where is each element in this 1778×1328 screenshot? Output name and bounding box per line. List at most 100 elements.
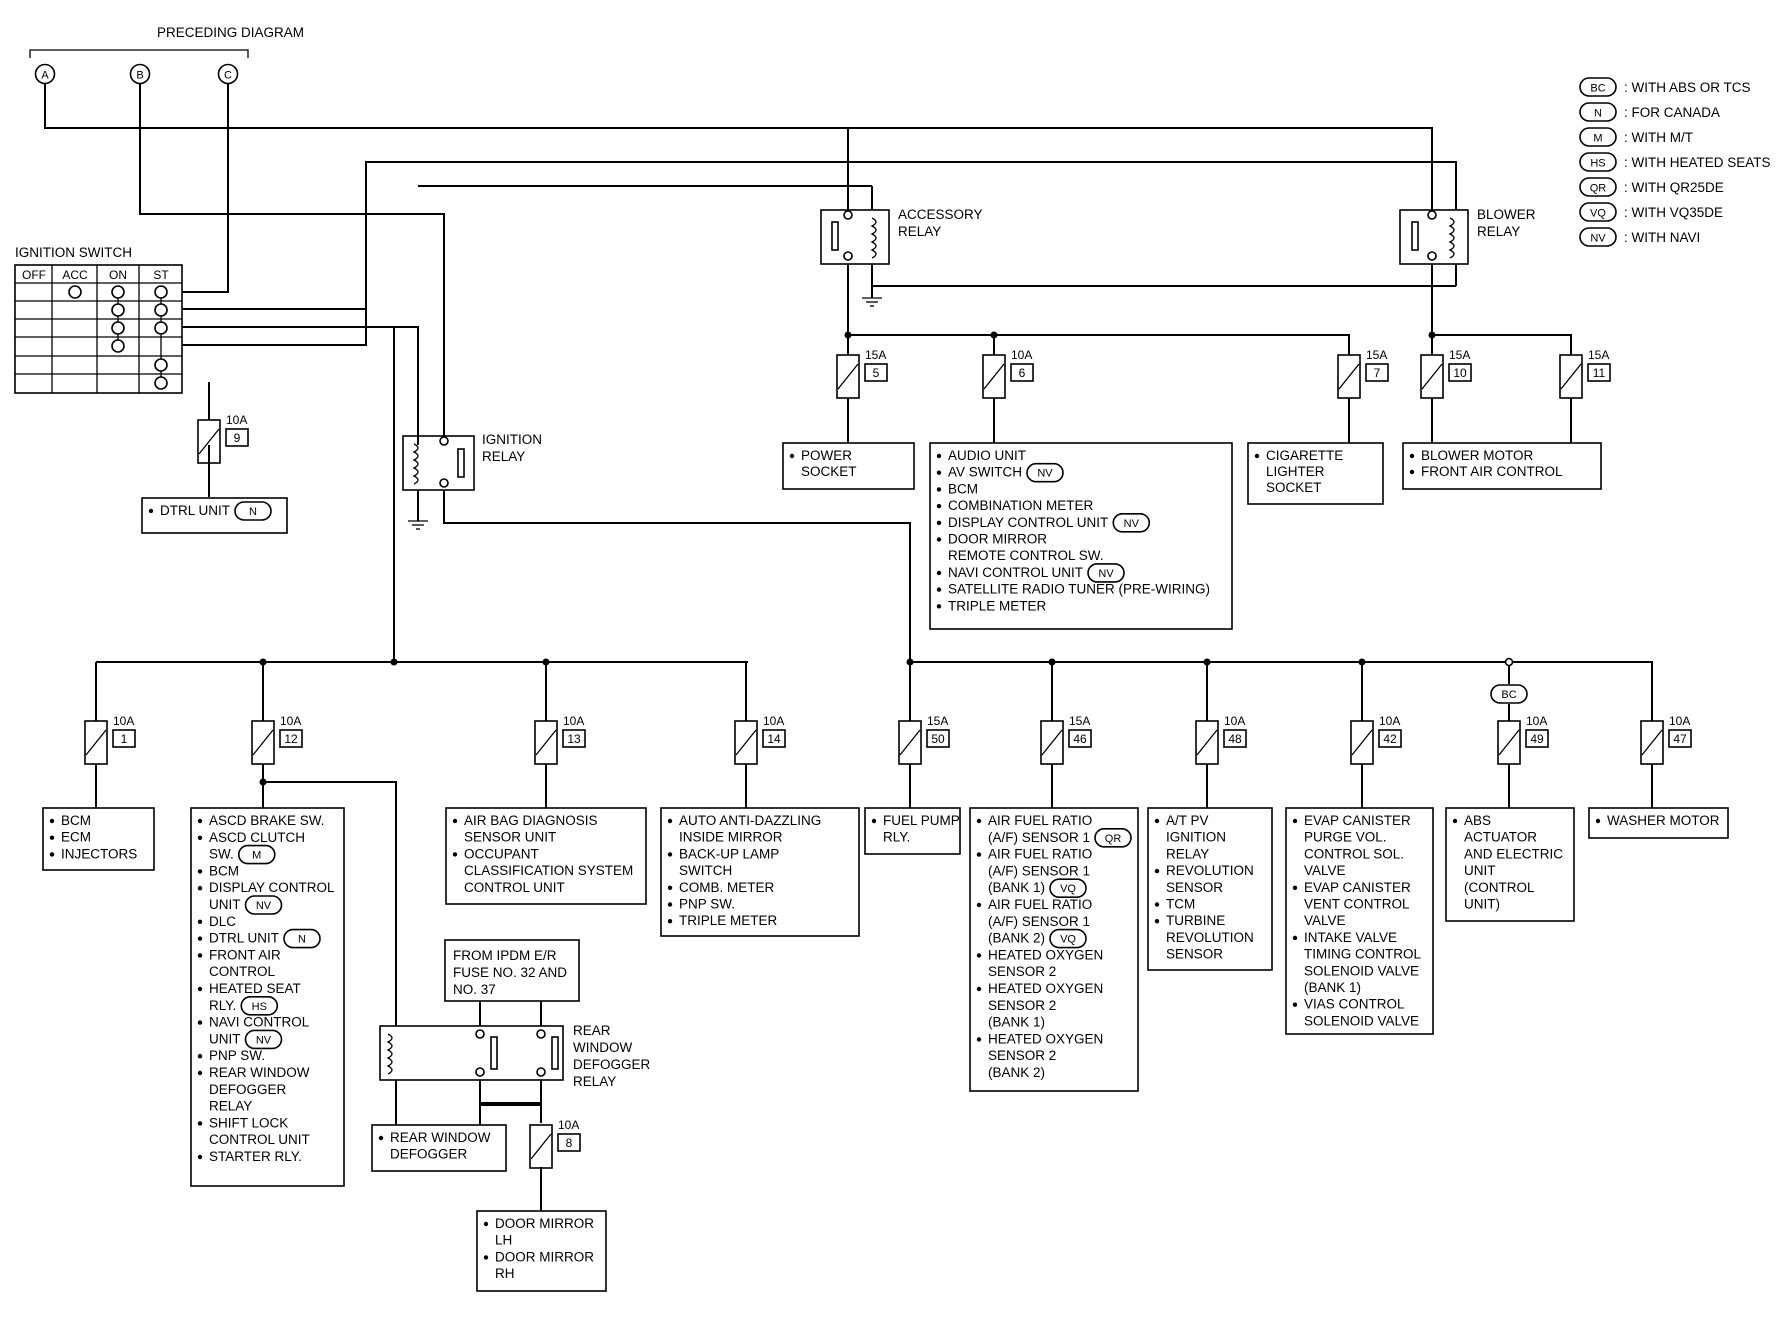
component-text: ASCD BRAKE SW.	[209, 813, 325, 828]
svg-text:ACCESSORY: ACCESSORY	[898, 207, 983, 222]
component-text: BLOWER MOTOR	[1421, 448, 1534, 463]
component-text: (BANK 1)	[1304, 980, 1361, 995]
ignition-switch: OFF ACC ON ST	[14, 264, 183, 394]
fuse-amp: 10A	[1224, 714, 1245, 728]
svg-text:IGNITION: IGNITION	[482, 432, 542, 447]
component-text: FRONT AIR CONTROL	[1421, 464, 1563, 479]
component-text: (CONTROL	[1464, 880, 1535, 895]
bullet	[936, 570, 942, 576]
component-text: BCM	[948, 481, 978, 496]
component-text: SENSOR 2	[988, 1048, 1056, 1063]
fuse-amp: 10A	[1526, 714, 1547, 728]
component-text: SOLENOID VALVE	[1304, 963, 1419, 978]
option-tag	[1049, 878, 1087, 899]
svg-text:BLOWER: BLOWER	[1477, 207, 1536, 222]
component-text: DOOR MIRROR	[495, 1216, 594, 1231]
fuse-number: 10	[1453, 366, 1467, 380]
component-text: BCM	[209, 863, 239, 878]
bullet	[197, 886, 203, 891]
ignition-relay: IGNITION RELAY	[402, 432, 911, 662]
connector-b: B	[129, 63, 151, 85]
component-text: SENSOR 2	[988, 998, 1056, 1013]
component-text: INSIDE MIRROR	[679, 830, 783, 845]
component-text: SOLENOID VALVE	[1304, 1013, 1419, 1028]
component-text: NAVI CONTROL	[209, 1015, 310, 1030]
component-text: UNIT	[209, 1031, 241, 1046]
main-wiring	[44, 84, 1457, 663]
bullet	[197, 1054, 203, 1059]
component-text: EVAP CANISTER	[1304, 880, 1411, 895]
component-text: DTRL UNIT	[209, 931, 279, 946]
fuse-number: 50	[931, 732, 945, 746]
legend-code: BC	[1590, 83, 1605, 95]
fuse-number: 14	[767, 732, 781, 746]
bullet	[976, 986, 982, 992]
svg-text:RELAY: RELAY	[482, 449, 525, 464]
bullet	[197, 953, 203, 958]
option-tag-text: NV	[1098, 568, 1114, 580]
component-text: REVOLUTION	[1166, 863, 1254, 878]
component-text: AV SWITCH	[948, 465, 1022, 480]
component-text: TRIPLE METER	[679, 913, 778, 928]
bc-tag	[1490, 684, 1528, 704]
component-text: INTAKE VALVE	[1304, 930, 1397, 945]
option-tag-text: NV	[256, 900, 272, 912]
option-tag-text: N	[249, 506, 257, 518]
component-text: DTRL UNIT	[160, 503, 230, 518]
legend-text: : WITH HEATED SEATS	[1624, 155, 1771, 170]
component-text: SW.	[209, 847, 234, 862]
component-text: AUDIO UNIT	[948, 448, 1026, 463]
pos-st: ST	[153, 268, 169, 282]
pos-off: OFF	[22, 268, 46, 282]
legend-item: BC : WITH ABS OR TCS	[1579, 77, 1751, 97]
bullet	[148, 508, 154, 514]
component-text: REAR WINDOW	[209, 1065, 310, 1080]
fuse-amp: 10A	[763, 714, 784, 728]
legend-text: : FOR CANADA	[1624, 105, 1720, 120]
bullet	[936, 587, 942, 592]
component-text: BACK-UP LAMP	[679, 846, 779, 861]
fuse-amp: 10A	[226, 413, 247, 427]
fuse-amp: 15A	[1449, 348, 1470, 362]
bullet	[667, 885, 673, 890]
component-text: AIR BAG DIAGNOSIS	[464, 813, 598, 828]
fuse-number: 9	[234, 431, 241, 445]
component-box-atpv: A/T PVIGNITIONRELAYREVOLUTIONSENSORTCMTU…	[1147, 807, 1273, 971]
legend-code: HS	[1590, 158, 1605, 170]
option-tag-text: M	[252, 850, 261, 862]
bullet	[667, 852, 673, 857]
component-text: LIGHTER	[1266, 464, 1325, 479]
legend-text: : WITH ABS OR TCS	[1624, 80, 1751, 95]
option-tag-text: NV	[1037, 468, 1053, 480]
bullet	[483, 1221, 489, 1227]
fuse-number: 49	[1530, 732, 1544, 746]
component-text: SATELLITE RADIO TUNER (PRE-WIRING)	[948, 582, 1210, 597]
component-text: HEATED OXYGEN	[988, 1031, 1103, 1046]
component-text: (A/F) SENSOR 1	[988, 914, 1090, 929]
svg-text:A: A	[41, 70, 49, 82]
bullet	[667, 919, 673, 924]
bullet	[789, 453, 795, 459]
legend-text: : WITH NAVI	[1624, 230, 1700, 245]
component-text: A/T PV	[1166, 813, 1209, 828]
option-tag	[283, 928, 321, 949]
component-text: CONTROL UNIT	[209, 1132, 310, 1147]
component-text: UNIT	[209, 897, 241, 912]
component-text: CLASSIFICATION SYSTEM	[464, 863, 633, 878]
